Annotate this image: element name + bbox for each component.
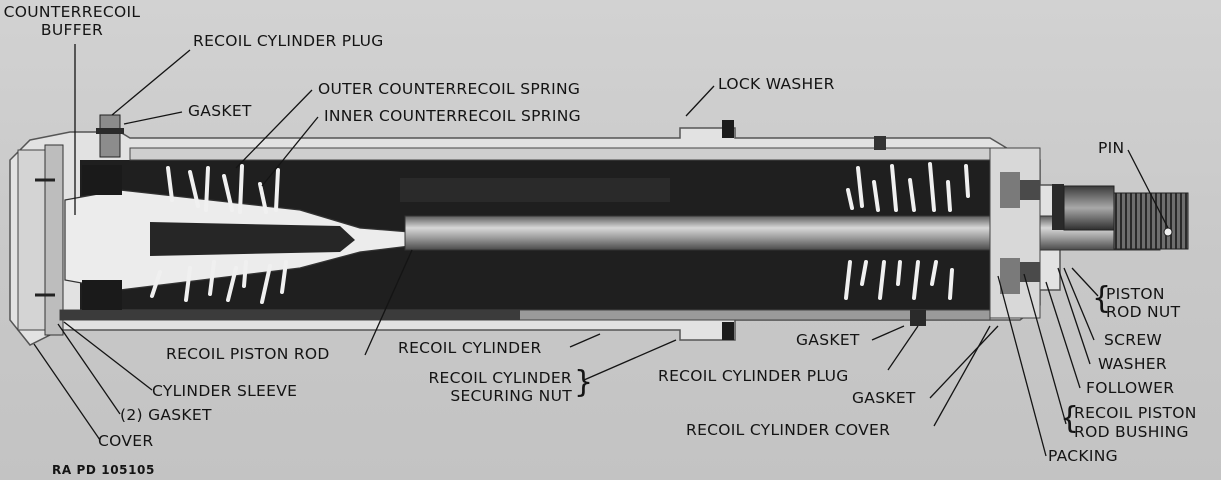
leader-lines [33,44,1169,457]
label-recoil-piston-rod-bushing-1: RECOIL PISTON [1074,404,1197,422]
label-inner-counterrecoil-spring: INNER COUNTERRECOIL SPRING [324,107,581,125]
label-gasket-top: GASKET [188,102,252,120]
label-gasket-mid: GASKET [796,331,860,349]
securing-nut-block [722,322,734,340]
label-recoil-cylinder-securing-nut-2: SECURING NUT [450,387,572,405]
recoil-cylinder-plug-top [96,114,124,158]
label-washer: WASHER [1098,355,1167,373]
label-recoil-cylinder-plug-bottom: RECOIL CYLINDER PLUG [658,367,849,385]
brace-recoil-cylinder-securing-nut: } [574,365,594,400]
piston-rod-nut [1052,184,1189,250]
label-follower: FOLLOWER [1086,379,1175,397]
plug-top-right [874,136,886,150]
label-lock-washer: LOCK WASHER [718,75,835,93]
label-recoil-piston-rod: RECOIL PISTON ROD [166,345,330,363]
counterrecoil-springs-right [844,162,970,300]
plug-bottom-right [910,310,926,326]
label-recoil-cylinder-securing-nut-1: RECOIL CYLINDER [428,369,572,387]
label-pin: PIN [1098,139,1125,157]
brace-piston-rod-nut: { [1092,281,1112,316]
piston-rod [404,215,1161,251]
label-piston-rod-nut-1: PISTON [1106,285,1165,303]
label-recoil-cylinder-cover: RECOIL CYLINDER COVER [686,421,891,439]
label-screw: SCREW [1104,331,1163,349]
label-cover: COVER [98,432,154,450]
label-counterrecoil-buffer-2: BUFFER [40,21,104,39]
counterrecoil-springs-left [150,164,288,304]
label-cylinder-sleeve: CYLINDER SLEEVE [152,382,298,400]
label-counterrecoil-buffer-1: COUNTERRECOIL [3,3,141,21]
label-piston-rod-nut-2: ROD NUT [1106,303,1181,321]
figure-id: RA PD 105105 [52,463,155,477]
label-gaskets-2: (2) GASKET [120,406,212,424]
label-packing: PACKING [1048,447,1118,465]
label-outer-counterrecoil-spring: OUTER COUNTERRECOIL SPRING [318,80,581,98]
label-recoil-piston-rod-bushing-2: ROD BUSHING [1074,423,1189,441]
label-recoil-cylinder-plug-top: RECOIL CYLINDER PLUG [193,32,384,50]
lock-washer-block [722,120,734,138]
label-recoil-cylinder: RECOIL CYLINDER [398,339,542,357]
right-end-assembly [989,147,1041,319]
brace-recoil-piston-rod-bushing: { [1060,401,1080,436]
label-gasket-right: GASKET [852,389,916,407]
